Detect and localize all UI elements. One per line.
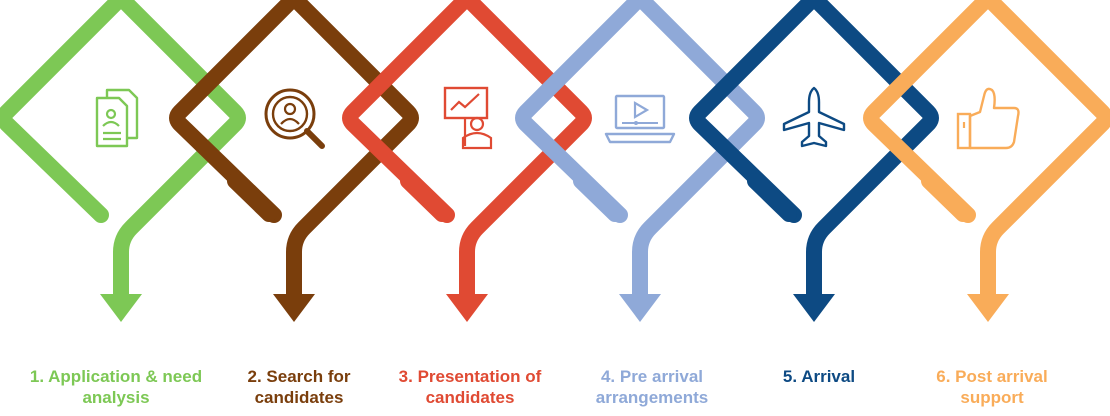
documents-icon	[95, 88, 139, 148]
step-4-shape	[515, 0, 765, 322]
step-3-loop	[342, 0, 592, 306]
step-label-5: 5. Arrival	[782, 367, 856, 386]
step-3-arrowhead	[446, 294, 488, 322]
step-label-4: 4. Pre arrival arrangements	[595, 367, 709, 407]
search-person-icon	[264, 88, 325, 149]
step-6-connector	[921, 173, 971, 222]
step-2-shape	[169, 0, 419, 322]
step-4-arrowhead	[619, 294, 661, 322]
laptop-video-icon	[604, 94, 676, 144]
thumbs-up-icon	[956, 87, 1020, 150]
airplane-icon	[782, 86, 846, 148]
step-5-loop	[689, 0, 939, 306]
step-2-loop	[169, 0, 419, 306]
step-5-shape	[689, 0, 939, 322]
presentation-icon	[443, 86, 493, 150]
step-label-3: 3. Presentation of candidates	[398, 367, 542, 407]
step-label-1: 1. Application & need analysis	[29, 367, 203, 407]
step-1-arrowhead	[100, 294, 142, 322]
step-6-loop	[863, 0, 1110, 306]
step-5-arrowhead	[793, 294, 835, 322]
step-5-connector	[747, 173, 797, 222]
step-1-loop	[0, 0, 246, 306]
step-3-connector	[400, 173, 450, 222]
step-6-shape	[863, 0, 1110, 322]
step-label-2: 2. Search for candidates	[247, 367, 351, 407]
step-3-shape	[342, 0, 592, 322]
step-4-connector	[573, 173, 623, 222]
step-2-arrowhead	[273, 294, 315, 322]
step-2-connector	[227, 173, 277, 222]
process-diagram	[0, 0, 1110, 322]
step-1-shape	[0, 0, 246, 322]
step-label-6: 6. Post arrival support	[936, 367, 1048, 407]
step-4-loop	[515, 0, 765, 306]
step-6-arrowhead	[967, 294, 1009, 322]
